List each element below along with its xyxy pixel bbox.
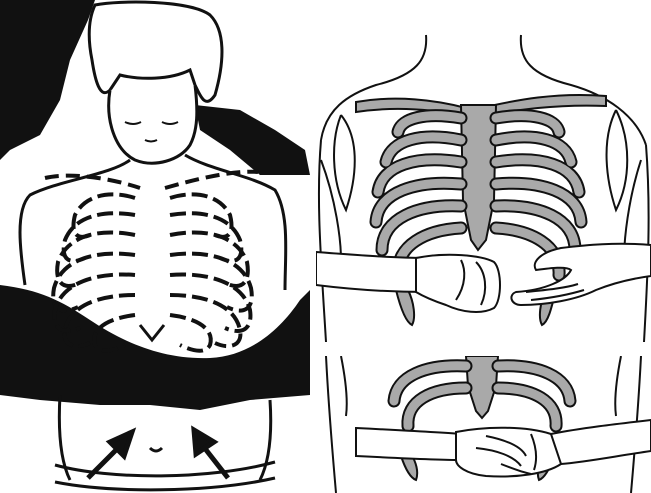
left-forearm: [316, 252, 426, 292]
panel-ribcage-fist: [316, 0, 651, 342]
hair: [89, 2, 222, 101]
shadow-shoulder: [195, 105, 310, 175]
navel: [150, 448, 162, 451]
shadow-band: [0, 285, 310, 410]
ribcage-hands-illustration: [316, 356, 651, 493]
sternum-tip: [140, 325, 164, 340]
arrow-left-icon: [88, 432, 132, 478]
scapula-right: [607, 110, 641, 260]
arrow-right-icon: [194, 430, 228, 478]
right-forearm: [551, 420, 651, 464]
scapula-left: [321, 115, 355, 260]
right-forearm: [511, 244, 651, 305]
face: [109, 85, 197, 163]
ribcage-fist-illustration: [316, 0, 651, 342]
clasped-hands: [456, 428, 566, 477]
panel-ribcage-hands-clasped: [316, 356, 651, 493]
panel-person-dashed-ribs: [0, 0, 310, 493]
clavicle-right: [165, 172, 258, 188]
shadow-upper: [0, 0, 95, 160]
clavicle-left: [45, 176, 140, 188]
fist: [416, 255, 500, 312]
person-illustration: [0, 0, 310, 493]
left-forearm: [356, 428, 461, 460]
